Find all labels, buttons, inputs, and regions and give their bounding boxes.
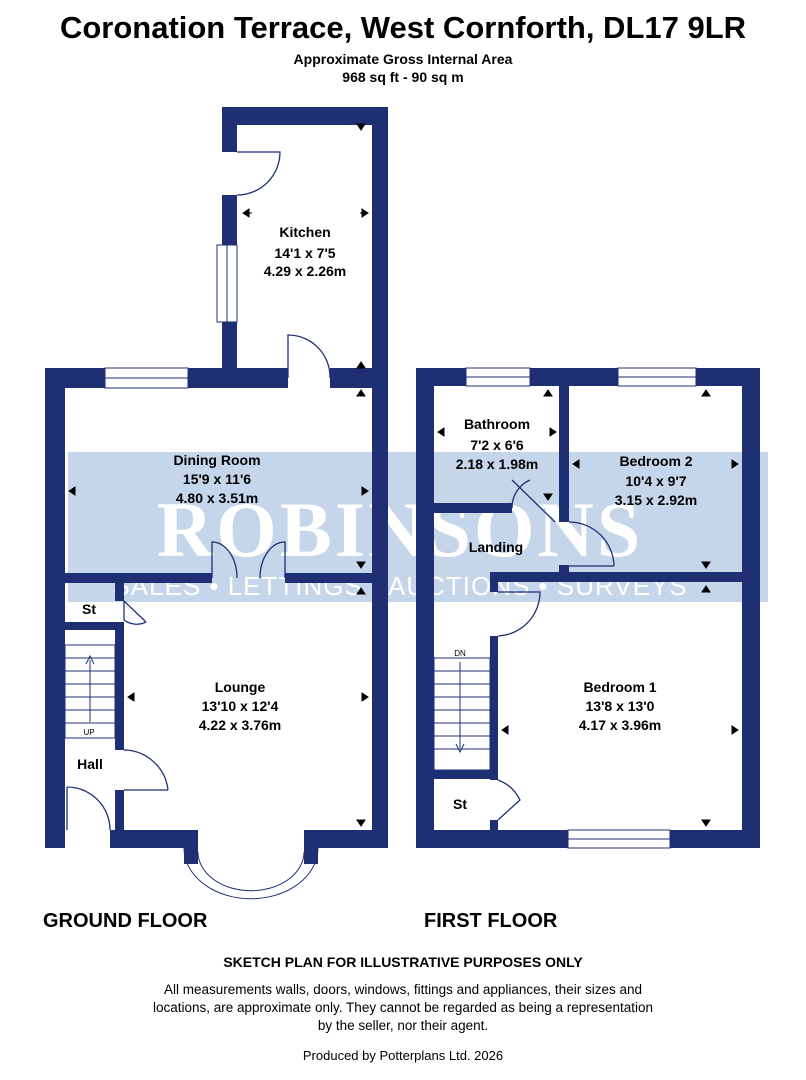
sketch-note: SKETCH PLAN FOR ILLUSTRATIVE PURPOSES ON… <box>223 954 583 970</box>
stairs-up-label: UP <box>83 728 94 737</box>
landing-name: Landing <box>469 539 523 555</box>
bedroom1-name: Bedroom 1 <box>583 679 656 695</box>
stairs <box>64 644 491 771</box>
ground-floor-label: GROUND FLOOR <box>43 910 208 932</box>
bedroom2-imperial: 10'4 x 9'7 <box>625 473 686 489</box>
walls <box>45 107 760 864</box>
property-address: Coronation Terrace, West Cornforth, DL17… <box>59 10 747 45</box>
area-label: Approximate Gross Internal Area <box>293 51 513 67</box>
bedroom2-metric: 3.15 x 2.92m <box>615 492 698 508</box>
bathroom-name: Bathroom <box>464 416 530 432</box>
disclaimer: All measurements walls, doors, windows, … <box>152 982 654 1033</box>
hall-name: Hall <box>77 756 103 772</box>
dining-imperial: 15'9 x 11'6 <box>183 471 251 487</box>
produced-by: Produced by Potterplans Ltd. 2026 <box>302 1048 504 1063</box>
dining-metric: 4.80 x 3.51m <box>176 490 259 506</box>
first-floor-label: FIRST FLOOR <box>424 910 558 932</box>
kitchen-imperial: 14'1 x 7'5 <box>274 245 335 261</box>
ff-store-name: St <box>453 796 467 812</box>
window-lines <box>105 245 696 900</box>
bedroom2-name: Bedroom 2 <box>619 453 692 469</box>
kitchen-metric: 4.29 x 2.26m <box>264 263 347 279</box>
stairs-down-label: DN <box>454 649 466 658</box>
dining-name: Dining Room <box>173 452 260 468</box>
bathroom-imperial: 7'2 x 6'6 <box>470 437 524 453</box>
floor-plan: ROBINSONS SALES • LETTINGS • AUCTIONS • … <box>45 107 768 900</box>
bedroom1-metric: 4.17 x 3.96m <box>579 717 662 733</box>
bathroom-metric: 2.18 x 1.98m <box>456 456 539 472</box>
doors <box>66 151 615 831</box>
dimension-arrows <box>68 123 739 827</box>
bedroom1-imperial: 13'8 x 13'0 <box>586 698 655 714</box>
gf-store-name: St <box>82 601 96 617</box>
kitchen-name: Kitchen <box>279 224 330 240</box>
area-value: 968 sq ft - 90 sq m <box>342 69 464 85</box>
lounge-imperial: 13'10 x 12'4 <box>202 698 279 714</box>
lounge-name: Lounge <box>215 679 266 695</box>
lounge-metric: 4.22 x 3.76m <box>199 717 282 733</box>
